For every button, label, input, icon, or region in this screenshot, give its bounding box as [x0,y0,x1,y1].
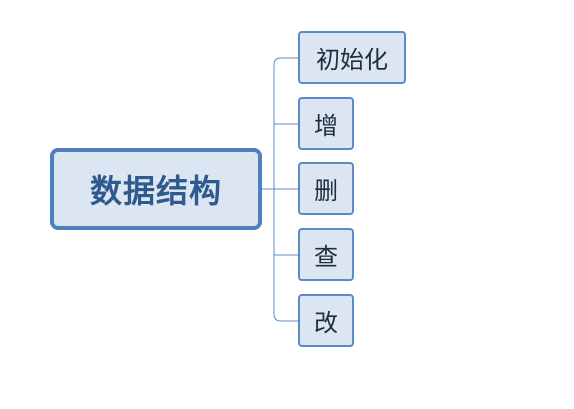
child-node-add: 增 [298,97,354,150]
child-node-modify: 改 [298,294,354,347]
connector-trunk [273,57,298,322]
child-node-initialize: 初始化 [298,31,406,84]
central-node-data-structure: 数据结构 [50,148,262,230]
child-node-query: 查 [298,228,354,281]
child-node-delete: 删 [298,162,354,215]
